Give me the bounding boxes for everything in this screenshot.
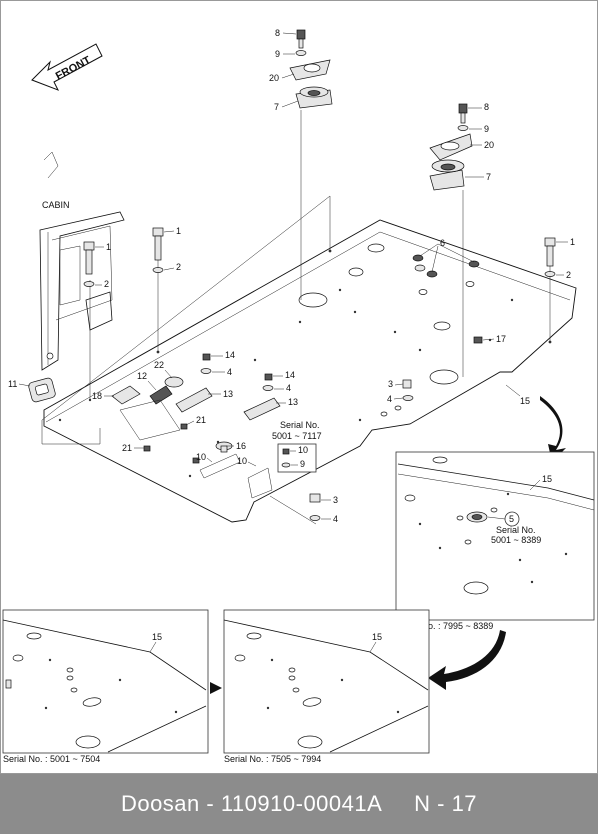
callout-1-a: 1 [176,226,181,236]
detail-panel-right: 15 5 Serial No. 5001 ~ 8389 Serial No. :… [395,451,595,631]
next-panel-arrow-icon [210,682,222,694]
callout-13-a: 13 [223,389,233,399]
detail-serial-range: 5001 ~ 8389 [491,535,541,545]
callout-22: 22 [154,360,164,370]
serial-note-title: Serial No. [280,420,320,430]
callout-10-b: 10 [237,456,247,466]
callout-7-top: 7 [274,102,279,112]
callout-21-b: 21 [122,443,132,453]
footer-bar: Doosan - 110910-00041A N - 17 [0,774,598,834]
serial-note-range: 5001 ~ 7117 [272,431,322,441]
callout-20-top: 20 [269,73,279,83]
callout-20-right: 20 [484,140,494,150]
callout-13-b: 13 [288,397,298,407]
mid-panel-caption: Serial No. : 7505 ~ 7994 [224,754,321,764]
callout-3-a: 3 [388,379,393,389]
callout-3-b: 3 [333,495,338,505]
callout-9-right: 9 [484,124,489,134]
callout-15-left: 15 [152,632,162,642]
callout-14-a: 14 [225,350,235,360]
panel-left: 15 Serial No. : 5001 ~ 7504 [2,609,209,764]
callout-6: 6 [440,238,445,248]
cabin-label: CABIN [42,200,70,210]
callout-8-right: 8 [484,102,489,112]
callout-15-middle: 15 [372,632,382,642]
bolts-and-washers [83,227,556,521]
callout-16: 16 [236,441,246,451]
detail-arrow-icon [540,396,566,462]
callout-9-c: 9 [300,459,305,469]
front-arrow-icon: FRONT [31,43,103,91]
exploded-parts-diagram: FRONT CABIN [0,0,598,774]
plate-holes [58,243,552,478]
callout-18: 18 [92,391,102,401]
detail-serial-title: Serial No. [496,525,536,535]
callout-4-c: 4 [286,383,291,393]
callout-10-c: 10 [298,445,308,455]
callout-17: 17 [496,334,506,344]
callout-10-a: 10 [196,452,206,462]
callout-15-detail: 15 [542,474,552,484]
callout-7-right: 7 [486,172,491,182]
mount-assembly-right [429,103,473,191]
panel-arrow-icon [428,630,506,690]
callout-15-main: 15 [520,396,530,406]
callout-2-a: 2 [176,262,181,272]
covers-and-grommets [28,376,281,499]
callout-1-c: 1 [570,237,575,247]
callout-2-c: 2 [566,270,571,280]
callout-1-b: 1 [106,242,111,252]
mount-assembly-top [289,29,333,109]
assembly-lines [41,110,551,525]
footer-text: Doosan - 110910-00041A N - 17 [120,791,478,816]
callout-11: 11 [8,379,17,389]
callout-2-b: 2 [104,279,109,289]
cabin-outline: CABIN [39,151,125,371]
callout-14-b: 14 [285,370,295,380]
panel-middle: 15 Serial No. : 7505 ~ 7994 [223,609,430,764]
parts-diagram-sheet: FRONT CABIN [0,0,598,774]
callout-5: 5 [509,514,514,524]
callout-4-d: 4 [333,514,338,524]
callout-labels: 8 9 20 7 8 9 20 7 1 2 1 2 1 2 6 17 3 4 1… [8,28,575,524]
callout-4-b: 4 [227,367,232,377]
serial-note-main: Serial No. 5001 ~ 7117 [272,420,322,473]
callout-4-a: 4 [387,394,392,404]
callout-9-top: 9 [275,49,280,59]
floor-plate [43,219,577,523]
callout-21-a: 21 [196,415,206,425]
left-panel-caption: Serial No. : 5001 ~ 7504 [3,754,100,764]
callout-12: 12 [137,371,147,381]
detail-panel-caption: Serial No. : 7995 ~ 8389 [396,621,493,631]
callout-8-top: 8 [275,28,280,38]
